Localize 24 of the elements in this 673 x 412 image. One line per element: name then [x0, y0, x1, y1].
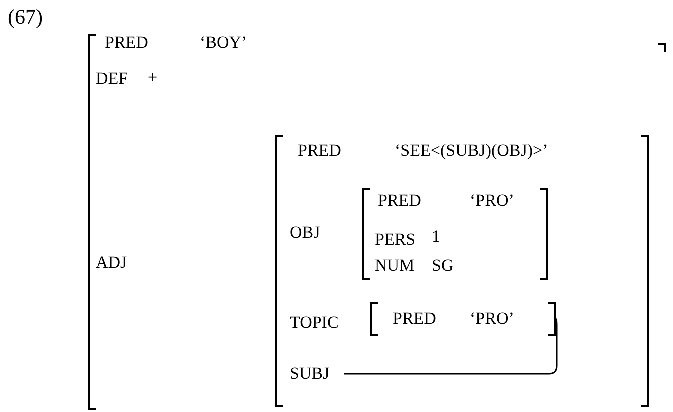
feature-structure-matrix	[370, 302, 556, 336]
structure-sharing-line	[344, 318, 558, 375]
attribute-value: ‘PRO’	[470, 190, 514, 212]
attribute-name: PRED	[298, 140, 342, 162]
attribute-name: ADJ	[96, 252, 128, 274]
attribute-name: PRED	[378, 190, 422, 212]
attribute-value: +	[148, 67, 158, 89]
example-number: (67)	[8, 6, 43, 28]
attribute-name: NUM	[375, 255, 415, 277]
attribute-name: PERS	[375, 229, 416, 251]
feature-structure-matrix	[88, 34, 666, 410]
feature-structure-matrix	[362, 188, 548, 280]
attribute-name: PRED	[393, 308, 436, 330]
attribute-name: DEF	[96, 68, 128, 90]
feature-structure-matrix	[275, 135, 649, 407]
attribute-value: ‘BOY’	[200, 32, 248, 54]
attribute-name: OBJ	[290, 222, 320, 244]
attribute-value: ‘SEE<(SUBJ)(OBJ)>’	[395, 140, 548, 162]
attribute-name: TOPIC	[290, 312, 339, 334]
attribute-value: ‘PRO’	[470, 308, 514, 330]
attribute-name: SUBJ	[290, 363, 330, 385]
attribute-value: 1	[432, 226, 440, 248]
attribute-name: PRED	[105, 32, 148, 54]
attribute-value: SG	[432, 255, 454, 277]
